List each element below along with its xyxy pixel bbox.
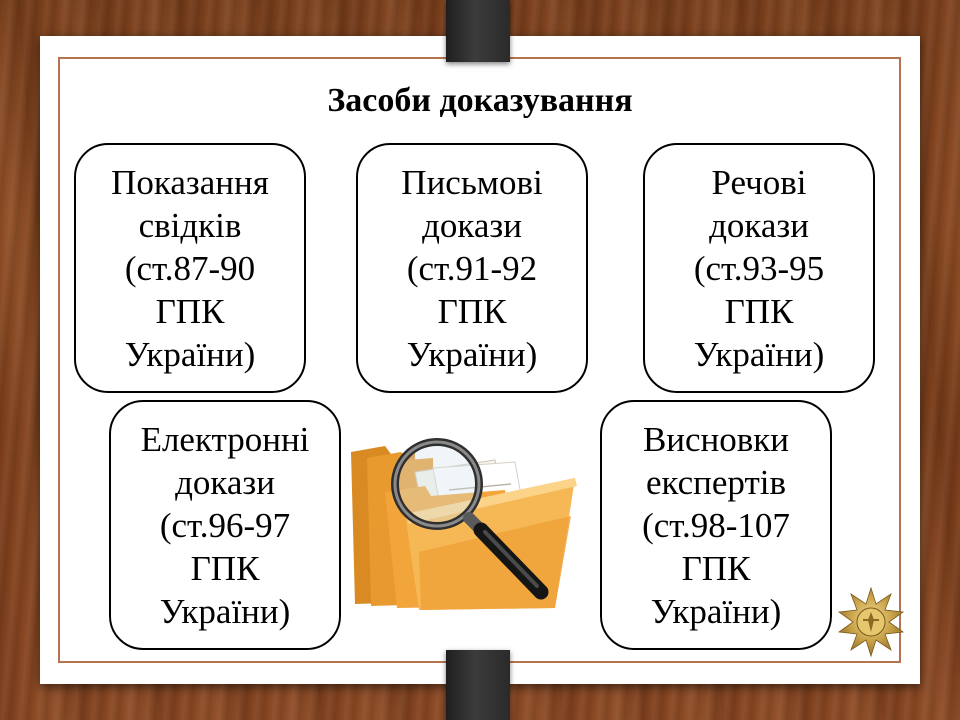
- evidence-box-witness-testimony: Показання свідків (ст.87-90 ГПК України): [74, 143, 306, 393]
- evidence-box-expert-opinions: Висновки експертів (ст.98-107 ГПК Україн…: [600, 400, 832, 650]
- top-strap: [446, 0, 510, 62]
- evidence-box-text: Показання свідків (ст.87-90 ГПК України): [111, 162, 269, 374]
- slide-title: Засоби доказування: [327, 82, 633, 119]
- bottom-strap: [446, 650, 510, 720]
- evidence-box-text: Висновки експертів (ст.98-107 ГПК Україн…: [642, 419, 790, 631]
- folders-magnifier-icon: [345, 432, 595, 612]
- evidence-box-electronic-evidence: Електронні докази (ст.96-97 ГПК України): [109, 400, 341, 650]
- evidence-box-written-evidence: Письмові докази (ст.91-92 ГПК України): [356, 143, 588, 393]
- gold-emblem-icon: [837, 586, 905, 658]
- evidence-box-text: Електронні докази (ст.96-97 ГПК України): [140, 419, 310, 631]
- evidence-box-text: Письмові докази (ст.91-92 ГПК України): [401, 162, 543, 374]
- evidence-box-text: Речові докази (ст.93-95 ГПК України): [693, 162, 825, 374]
- evidence-box-physical-evidence: Речові докази (ст.93-95 ГПК України): [643, 143, 875, 393]
